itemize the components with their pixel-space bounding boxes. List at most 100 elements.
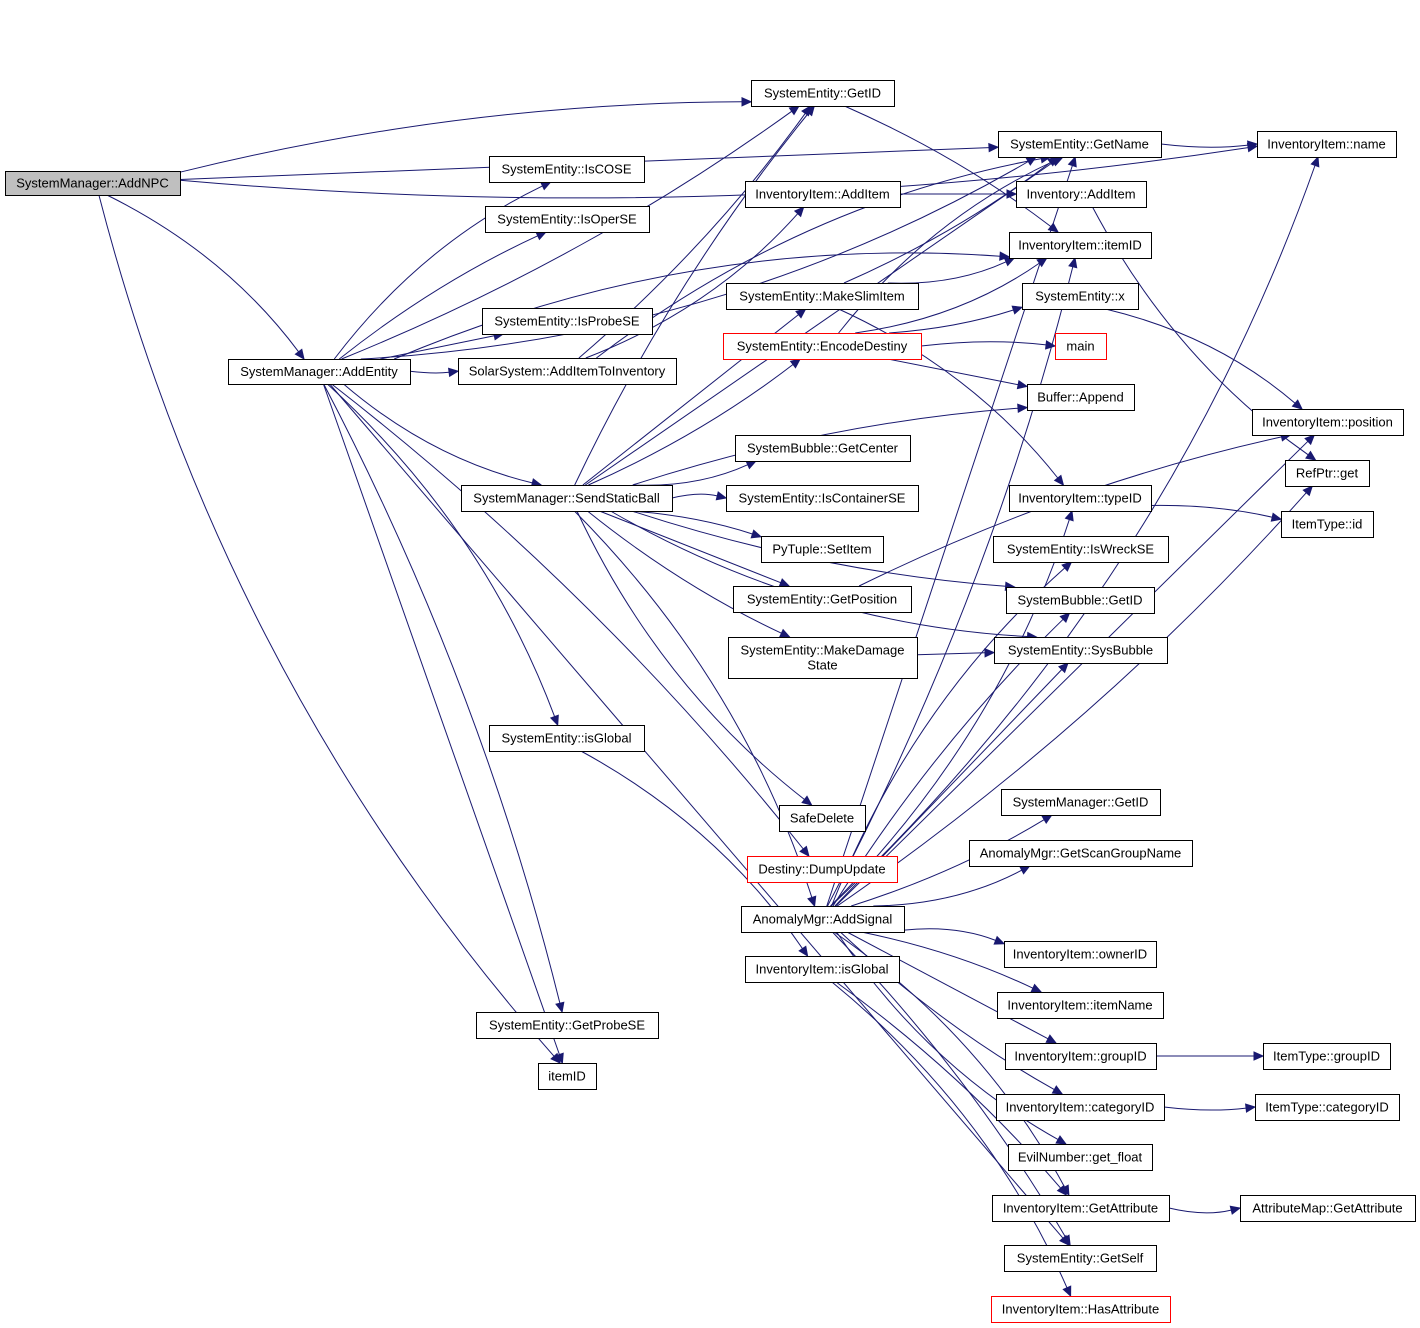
- call-edge: [831, 981, 1068, 1289]
- call-edge: [843, 162, 1051, 284]
- node-it-groupid[interactable]: ItemType::groupID: [1263, 1043, 1391, 1070]
- arrowhead-icon: [1247, 140, 1259, 150]
- node-box: [992, 1195, 1170, 1222]
- node-addnpc[interactable]: SystemManager::AddNPC: [5, 171, 181, 196]
- node-box: [489, 156, 645, 183]
- call-edge: [903, 928, 996, 941]
- node-iscose[interactable]: SystemEntity::IsCOSE: [489, 156, 645, 183]
- node-sb-getid[interactable]: SystemBubble::GetID: [1006, 587, 1155, 614]
- node-label: RefPtr::get: [1296, 466, 1359, 481]
- node-getscangroupname[interactable]: AnomalyMgr::GetScanGroupName: [969, 840, 1193, 867]
- node-safedelete[interactable]: SafeDelete: [779, 805, 866, 832]
- node-setitem[interactable]: PyTuple::SetItem: [761, 536, 884, 563]
- arrowhead-icon: [1051, 1085, 1064, 1095]
- node-se-x[interactable]: SystemEntity::x: [1022, 283, 1139, 310]
- node-getfloat[interactable]: EvilNumber::get_float: [1008, 1144, 1153, 1171]
- node-ii-getattribute[interactable]: InventoryItem::GetAttribute: [992, 1195, 1170, 1222]
- node-ii-position[interactable]: InventoryItem::position: [1252, 409, 1404, 436]
- node-typeid[interactable]: InventoryItem::typeID: [1009, 485, 1152, 512]
- node-makeslimitem[interactable]: SystemEntity::MakeSlimItem: [726, 283, 919, 310]
- arrowhead-icon: [1045, 340, 1057, 350]
- node-refptr-get[interactable]: RefPtr::get: [1285, 460, 1370, 487]
- arrowhead-icon: [448, 367, 460, 378]
- call-edge: [844, 105, 1052, 227]
- arrowhead-icon: [1067, 155, 1077, 168]
- arrowhead-icon: [801, 795, 813, 806]
- call-edge: [846, 931, 1049, 1040]
- arrowhead-icon: [804, 105, 816, 117]
- node-label: InventoryItem::AddItem: [755, 187, 889, 202]
- arrowhead-icon: [1253, 1051, 1265, 1061]
- node-addentity[interactable]: SystemManager::AddEntity: [228, 359, 411, 385]
- node-se-getid[interactable]: SystemEntity::GetID: [751, 80, 895, 107]
- call-edge: [826, 165, 1073, 907]
- node-label: AnomalyMgr::AddSignal: [753, 912, 893, 927]
- arrowhead-icon: [798, 945, 809, 958]
- call-edge: [851, 819, 1045, 907]
- node-label: SystemEntity::EncodeDestiny: [737, 339, 908, 354]
- node-append[interactable]: Buffer::Append: [1027, 384, 1135, 411]
- node-inv-additem[interactable]: Inventory::AddItem: [1016, 181, 1147, 208]
- nodes-layer: SystemManager::AddNPCSystemManager::AddE…: [5, 80, 1416, 1323]
- call-edge: [360, 161, 1029, 360]
- arrowhead-icon: [793, 206, 805, 218]
- node-box: [1055, 333, 1107, 360]
- node-getcenter[interactable]: SystemBubble::GetCenter: [735, 435, 911, 462]
- arrowhead-icon: [745, 460, 758, 470]
- node-am-getattribute[interactable]: AttributeMap::GetAttribute: [1240, 1195, 1416, 1222]
- node-box: [461, 485, 673, 512]
- node-se-isglobal[interactable]: SystemEntity::isGlobal: [489, 725, 645, 752]
- node-itemid-free[interactable]: itemID: [538, 1063, 597, 1090]
- call-edge: [632, 407, 1019, 486]
- call-edge: [610, 510, 1028, 637]
- node-getself[interactable]: SystemEntity::GetSelf: [1004, 1245, 1157, 1272]
- node-ii-itemid[interactable]: InventoryItem::itemID: [1009, 232, 1152, 259]
- node-getprobese[interactable]: SystemEntity::GetProbeSE: [476, 1012, 659, 1039]
- node-itemname[interactable]: InventoryItem::itemName: [997, 992, 1164, 1019]
- call-edge: [631, 510, 753, 535]
- node-groupid[interactable]: InventoryItem::groupID: [1005, 1043, 1157, 1070]
- node-iscontainerse[interactable]: SystemEntity::IsContainerSE: [726, 485, 919, 512]
- node-box: [997, 992, 1164, 1019]
- node-sendstaticball[interactable]: SystemManager::SendStaticBall: [461, 485, 673, 512]
- call-edge: [327, 383, 556, 717]
- node-isprobese[interactable]: SystemEntity::IsProbeSE: [482, 308, 653, 335]
- node-itemtype-id[interactable]: ItemType::id: [1281, 511, 1374, 538]
- node-sm-getid[interactable]: SystemManager::GetID: [1001, 789, 1161, 816]
- node-box: [1240, 1195, 1416, 1222]
- call-edge: [887, 358, 1019, 386]
- node-getposition[interactable]: SystemEntity::GetPosition: [733, 586, 912, 613]
- call-edge: [179, 147, 1249, 199]
- arrowhead-icon: [555, 1001, 565, 1014]
- node-dumpupdate[interactable]: Destiny::DumpUpdate: [747, 856, 898, 883]
- node-ii-isglobal[interactable]: InventoryItem::isGlobal: [745, 956, 900, 983]
- call-edge: [338, 235, 538, 360]
- node-ii-additem[interactable]: InventoryItem::AddItem: [745, 181, 901, 208]
- node-addsignal[interactable]: AnomalyMgr::AddSignal: [741, 906, 905, 933]
- node-sysbubble[interactable]: SystemEntity::SysBubble: [994, 637, 1168, 664]
- node-iswreckse[interactable]: SystemEntity::IsWreckSE: [993, 536, 1169, 563]
- node-ownerid[interactable]: InventoryItem::ownerID: [1004, 941, 1157, 968]
- arrowhead-icon: [807, 895, 817, 908]
- arrowhead-icon: [1017, 403, 1029, 414]
- call-edge: [916, 652, 986, 656]
- node-getname[interactable]: SystemEntity::GetName: [998, 131, 1162, 158]
- call-edge: [873, 869, 1022, 907]
- node-label: SystemEntity::IsProbeSE: [494, 314, 640, 329]
- node-encodedestiny[interactable]: SystemEntity::EncodeDestiny: [723, 333, 922, 360]
- node-hasattribute[interactable]: InventoryItem::HasAttribute: [991, 1296, 1171, 1323]
- node-ii-name[interactable]: InventoryItem::name: [1257, 131, 1397, 158]
- call-edge: [576, 510, 805, 800]
- node-isoperse[interactable]: SystemEntity::IsOperSE: [485, 206, 650, 233]
- node-main[interactable]: main: [1055, 333, 1107, 360]
- node-box: [1255, 1094, 1400, 1121]
- node-box: [489, 725, 645, 752]
- node-it-categoryid[interactable]: ItemType::categoryID: [1255, 1094, 1400, 1121]
- node-label: InventoryItem::GetAttribute: [1003, 1201, 1158, 1216]
- node-additemtoinv[interactable]: SolarSystem::AddItemToInventory: [458, 358, 677, 385]
- node-label: SystemEntity::IsCOSE: [501, 162, 631, 177]
- node-categoryid[interactable]: InventoryItem::categoryID: [996, 1094, 1165, 1121]
- call-edge: [574, 112, 809, 486]
